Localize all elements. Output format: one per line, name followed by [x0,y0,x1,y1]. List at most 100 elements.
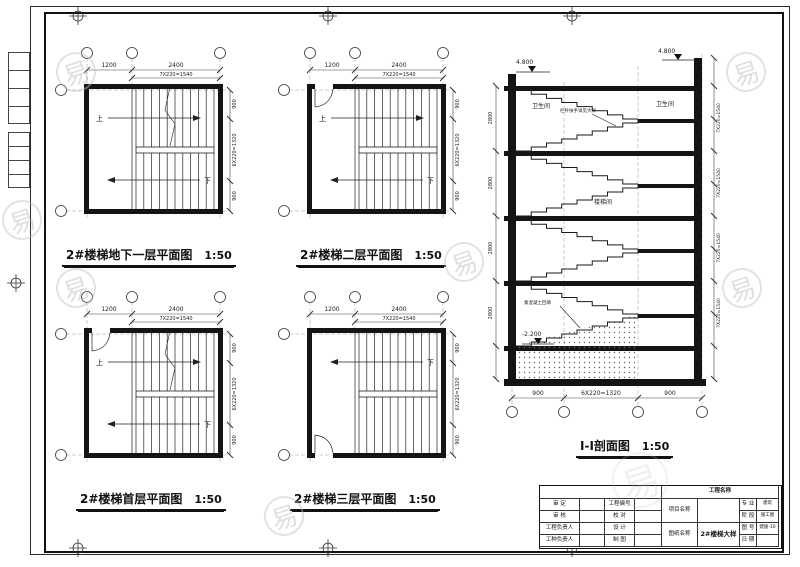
stair-flight [516,249,639,282]
dim-text: 900 [232,343,238,353]
plan-first-floor-title: 2#楼梯首层平面图 1:50 [76,490,226,511]
plan-basement: 1200 2400 7X220=1540 900 6X220=1320 900 … [52,44,242,254]
down-label: 下 [427,359,434,367]
project-name-label: 工程名称 [662,486,779,499]
plan-second-floor: 1200 2400 7X220=1540 900 6X220=1320 900 … [275,44,465,254]
title-scale: 1:50 [414,249,442,262]
discipline-value: 建筑 [757,499,779,511]
walls [307,328,446,458]
dim-text: 900 [455,343,461,353]
dim-text: 900 [232,191,238,201]
handrail [358,146,438,154]
dim-text: 900 [232,435,238,445]
axis-bubble [558,406,570,418]
axis-bubble [437,291,449,303]
room-label: 楼梯间 [594,198,612,206]
level-marker [528,66,536,72]
dim-text: 7X220=1540 [716,103,722,133]
title-scale: 1:50 [194,493,222,506]
dim-text: 900 [232,99,238,109]
title-block-cell [635,511,662,523]
axis-bubble [278,328,290,340]
stair-flight [516,314,639,347]
axis-bubble [126,47,138,59]
title-block-cell [580,535,605,547]
level-marker [534,338,542,344]
stair-treads-lower [135,397,215,453]
floor-slabs [504,86,702,351]
title-block-cell [540,486,662,499]
down-label: 下 [427,177,434,185]
axis-bubble [55,449,67,461]
up-label: 上 [319,114,326,123]
design-label: 设 计 [605,523,635,535]
proof-label: 校 对 [605,511,635,523]
project-lead-label: 工程负责人 [540,523,580,535]
date-value [757,535,779,547]
stair-treads-lower [358,397,438,453]
door-swing-arc [314,434,334,454]
stair-flight [515,216,638,250]
sheet-inner-border [44,12,784,553]
axis-bubble [55,328,67,340]
binding-table-top [8,52,30,124]
title-block-cell [580,523,605,535]
sheet-name-label: 图纸名称 [662,523,698,547]
stair-flight [515,151,638,185]
note-text: 栏杆扶手详见大样 [560,107,596,114]
down-label: 下 [204,177,211,185]
axis-bubble [696,406,708,418]
dim-text: 7X220=1540 [716,298,722,328]
handrail [358,390,438,398]
dim-text: 6X220=1320 [232,133,238,166]
dim-text: 6X220=1320 [581,390,621,397]
dim-text: 2400 [391,306,406,313]
binding-table-bottom [8,132,30,188]
room-label: 卫生间 [532,102,550,110]
stair-flight [515,281,638,315]
handrail [135,390,215,398]
axis-bubble [632,406,644,418]
axis-bubble [81,291,93,303]
axis-bubble [55,205,67,217]
dim-text: 900 [532,390,544,397]
drawing-no-label: 图 号 [740,523,757,535]
dim-text: 6X220=1320 [455,133,461,166]
title-text: 2#楼梯首层平面图 [80,492,183,506]
axis-bubble [214,47,226,59]
dim-text: 1200 [101,62,116,69]
item-name-value [698,499,740,523]
stair-treads-lower [135,153,215,209]
stair-flight [516,119,639,152]
level-text: 4.800 [658,48,675,55]
up-label: 上 [96,358,103,367]
stage-label: 阶 段 [740,511,757,523]
date-label: 日 期 [740,535,757,547]
stair-treads-lower [358,153,438,209]
axis-bubble [437,47,449,59]
title-text: 2#楼梯地下一层平面图 [66,248,193,262]
dim-text: 7X220=1540 [382,316,415,322]
title-text: 2#楼梯二层平面图 [300,248,403,262]
plan-third-floor: 1200 2400 7X220=1540 900 6X220=1320 900 … [275,288,465,498]
sheet-outer-border [30,6,790,555]
axis-bubble [81,47,93,59]
discipline-label: 专 业 [740,499,757,511]
dim-text: 1200 [324,62,339,69]
dim-text: 1200 [324,306,339,313]
dim-text: 2800 [488,307,494,320]
room-label: 卫生间 [656,100,674,108]
dim-text: 6X220=1320 [455,377,461,410]
axis-bubble [126,291,138,303]
discipline-lead-label: 工种负责人 [540,535,580,547]
break-line [164,330,176,391]
down-label: 下 [204,421,211,429]
axis-bubble [349,47,361,59]
dim-text: 7X220=1540 [382,72,415,78]
drawing-no-value: 建施-10 [757,523,779,535]
door-swing-arc [314,88,334,108]
title-block: 工程名称 审 定 审 核 工程负责人 工种负责人 工程编号 校 对 设 计 制 … [539,485,782,549]
